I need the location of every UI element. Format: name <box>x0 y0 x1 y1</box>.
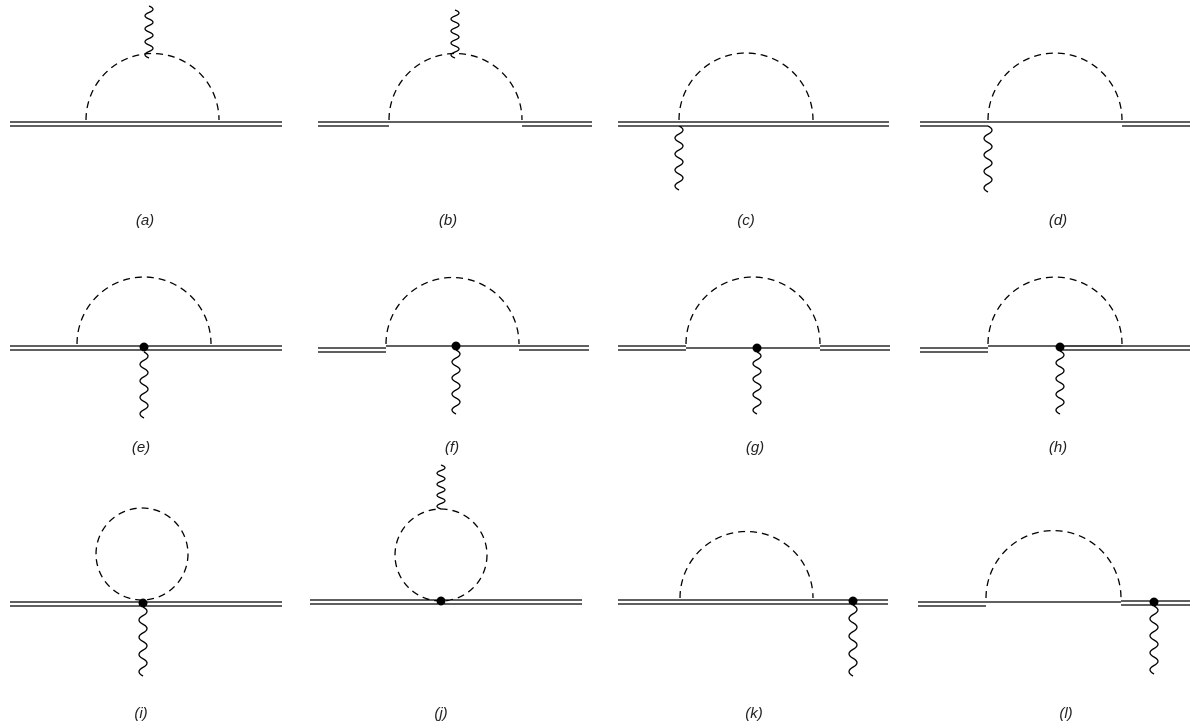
dashed-loop-arc <box>388 52 523 121</box>
caption-b: (b) <box>439 212 457 229</box>
dashed-loop-arc <box>85 52 220 121</box>
vertex-dot <box>451 341 461 351</box>
photon-wavy-line <box>674 125 684 191</box>
photon-wavy-line <box>436 464 446 510</box>
diagram-b <box>318 9 592 127</box>
caption-a: (a) <box>136 212 154 229</box>
caption-c: (c) <box>737 212 755 229</box>
photon-wavy-line <box>138 606 148 677</box>
caption-l: (l) <box>1059 705 1072 722</box>
photon-wavy-line <box>451 349 461 415</box>
diagram-c <box>618 52 889 191</box>
dashed-loop-arc <box>987 52 1123 121</box>
caption-e: (e) <box>132 439 150 456</box>
dashed-loop-arc <box>985 529 1122 599</box>
dashed-loop-arc <box>679 530 814 599</box>
photon-wavy-line <box>752 351 762 415</box>
photon-wavy-line <box>848 604 858 677</box>
photon-wavy-line <box>983 125 993 193</box>
vertex-dot <box>138 598 148 608</box>
vertex-dot <box>848 596 858 606</box>
photon-wavy-line <box>1055 350 1065 415</box>
diagram-h <box>920 276 1190 415</box>
diagram-a <box>10 5 282 127</box>
caption-k: (k) <box>745 705 763 722</box>
dashed-tadpole-loop <box>95 507 189 601</box>
dashed-loop-arc <box>76 276 212 345</box>
vertex-dot <box>1055 342 1065 352</box>
vertex-dot <box>436 596 446 606</box>
photon-wavy-line <box>144 5 154 59</box>
caption-i: (i) <box>134 705 147 722</box>
photon-wavy-line <box>450 9 460 59</box>
dashed-loop-arc <box>987 276 1123 345</box>
dashed-tadpole-loop <box>394 508 488 602</box>
photon-wavy-line <box>139 351 149 419</box>
caption-d: (d) <box>1049 212 1067 229</box>
diagram-d <box>920 52 1190 193</box>
dashed-loop-arc <box>385 276 520 345</box>
caption-h: (h) <box>1049 439 1067 456</box>
diagram-f <box>318 276 589 415</box>
diagram-k <box>618 530 888 677</box>
photon-wavy-line <box>1149 605 1159 675</box>
caption-g: (g) <box>746 439 764 456</box>
diagram-j <box>310 464 582 606</box>
caption-f: (f) <box>445 439 459 456</box>
diagram-l <box>918 529 1190 675</box>
diagram-g <box>618 276 890 415</box>
caption-j: (j) <box>434 705 447 722</box>
dashed-loop-arc <box>678 52 814 121</box>
vertex-dot <box>139 342 149 352</box>
vertex-dot <box>752 343 762 353</box>
diagram-i <box>10 507 282 677</box>
vertex-dot <box>1149 597 1159 607</box>
diagram-e <box>10 276 282 419</box>
dashed-loop-arc <box>685 276 821 345</box>
